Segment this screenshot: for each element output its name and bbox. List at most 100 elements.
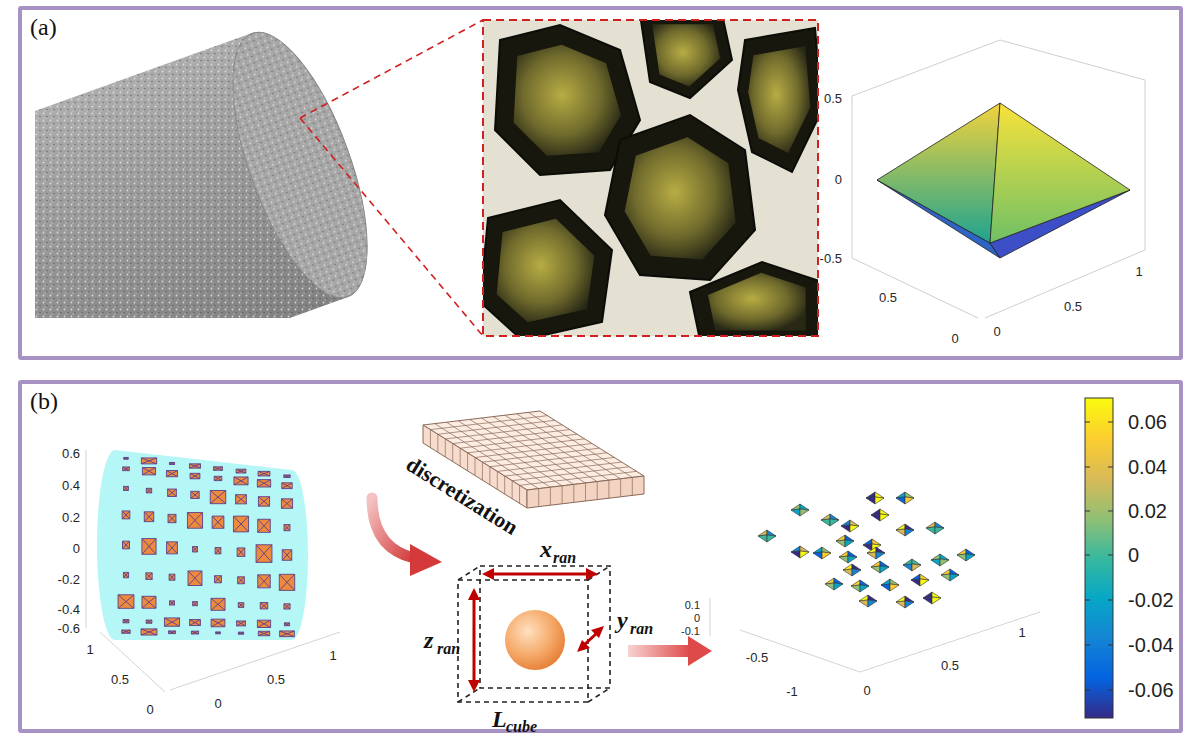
pyramid-element (123, 620, 129, 623)
axis-line (86, 450, 87, 628)
pyramid-face (843, 569, 852, 576)
pyramid-element (193, 547, 198, 552)
y-tick: 1 (86, 642, 93, 657)
crystal-outline (483, 200, 612, 336)
dimension-subscript: cube (506, 718, 537, 736)
z-tick: 0.6 (62, 446, 80, 461)
grid-line (452, 444, 453, 462)
y-tick: 0.5 (879, 290, 897, 305)
z-tick: 0 (694, 612, 700, 624)
pyramid-element (258, 631, 269, 635)
colorbar-ticks (1085, 422, 1113, 690)
cylinder-surface (97, 450, 308, 640)
pyramid-face (880, 514, 889, 521)
pyramid-element (256, 545, 272, 563)
pyramid-element (167, 542, 178, 554)
pyramid-element (146, 620, 152, 623)
panel-label: (b) (22, 384, 66, 419)
cube-face (458, 580, 588, 702)
x-tick: 1 (1018, 625, 1025, 640)
pyramid-element (168, 489, 177, 496)
z-tick: 0.5 (824, 91, 842, 106)
grid-line (430, 430, 431, 448)
zoom-line (300, 118, 483, 336)
pyramid-face (950, 574, 959, 581)
pyramid-element (189, 464, 200, 468)
axis-line (170, 632, 340, 690)
grid-line (550, 487, 551, 505)
pyramid-element (236, 469, 246, 473)
x-tick: 0 (863, 683, 870, 698)
cube-face (480, 566, 610, 688)
cylinder-photo (35, 20, 370, 318)
grid-line (475, 458, 476, 476)
x-tick: 0 (214, 696, 221, 711)
pyramid-element (169, 574, 175, 580)
colorbar-label: -0.02 (1128, 589, 1174, 612)
pyramid-element (190, 473, 200, 478)
pyramid-element (164, 618, 179, 626)
pyramid-face (800, 509, 809, 516)
dimension-symbol: z (424, 627, 433, 654)
grid-line (482, 462, 483, 480)
pyramid-element (191, 491, 199, 498)
crystal-outline (738, 28, 818, 172)
pyramid-element (234, 477, 248, 485)
plot-axes (852, 40, 1145, 318)
pyramid-element (124, 457, 129, 459)
pyramid-face (905, 497, 914, 504)
pyramid-face (860, 585, 869, 592)
colorbar-label: -0.06 (1128, 679, 1174, 702)
pyramid-element (214, 467, 223, 470)
pyramid-element (258, 471, 270, 476)
pyramid-face (758, 535, 767, 542)
y-tick: 0.5 (111, 672, 129, 687)
pyramid-face (851, 585, 860, 592)
pyramid-element (169, 631, 176, 634)
axis-line (852, 258, 978, 318)
dimension-subscript: ran (437, 640, 460, 658)
pyramid-face (791, 551, 800, 558)
pyramid-face (931, 559, 940, 566)
panel-frame: (b) (18, 380, 1183, 733)
pyramid-element (233, 516, 248, 532)
pyramid-element (258, 575, 270, 588)
colorbar (1085, 398, 1113, 718)
pyramid-element (166, 471, 177, 477)
pyramid-element (141, 458, 156, 464)
pyramid-face (863, 544, 872, 551)
pyramid-element (193, 602, 198, 606)
arrow-head (482, 568, 494, 580)
dimension-line (473, 598, 476, 682)
arrow-head (468, 680, 480, 692)
z-tick: 0 (835, 172, 842, 187)
pyramid-face (903, 564, 912, 571)
cube-outline (458, 566, 610, 702)
z-tick: -0.1 (681, 625, 700, 637)
pyramid-element (237, 621, 246, 626)
pyramid-face (941, 574, 950, 581)
pyramid-face (867, 552, 876, 559)
pyramid-element (141, 629, 157, 635)
arrow-head (468, 588, 480, 600)
pyramid-element (123, 572, 128, 577)
grid-line (519, 485, 520, 503)
pyramid-face (825, 583, 834, 590)
pyramid-face (791, 509, 800, 516)
axis-line (860, 612, 1040, 672)
pyramid-element (190, 620, 201, 626)
pyramid-element (211, 619, 225, 627)
pyramid-face (876, 552, 885, 559)
cube-edge (588, 688, 610, 702)
flow-arrow (628, 645, 690, 657)
grid-line (562, 486, 563, 504)
pyramid-element (215, 576, 222, 583)
grid-line (446, 422, 550, 487)
pyramid-element (258, 497, 269, 506)
pyramid-face (923, 597, 932, 604)
pyramid-element (211, 598, 225, 610)
pyramid-face (935, 527, 944, 534)
arrow-head (688, 636, 712, 666)
